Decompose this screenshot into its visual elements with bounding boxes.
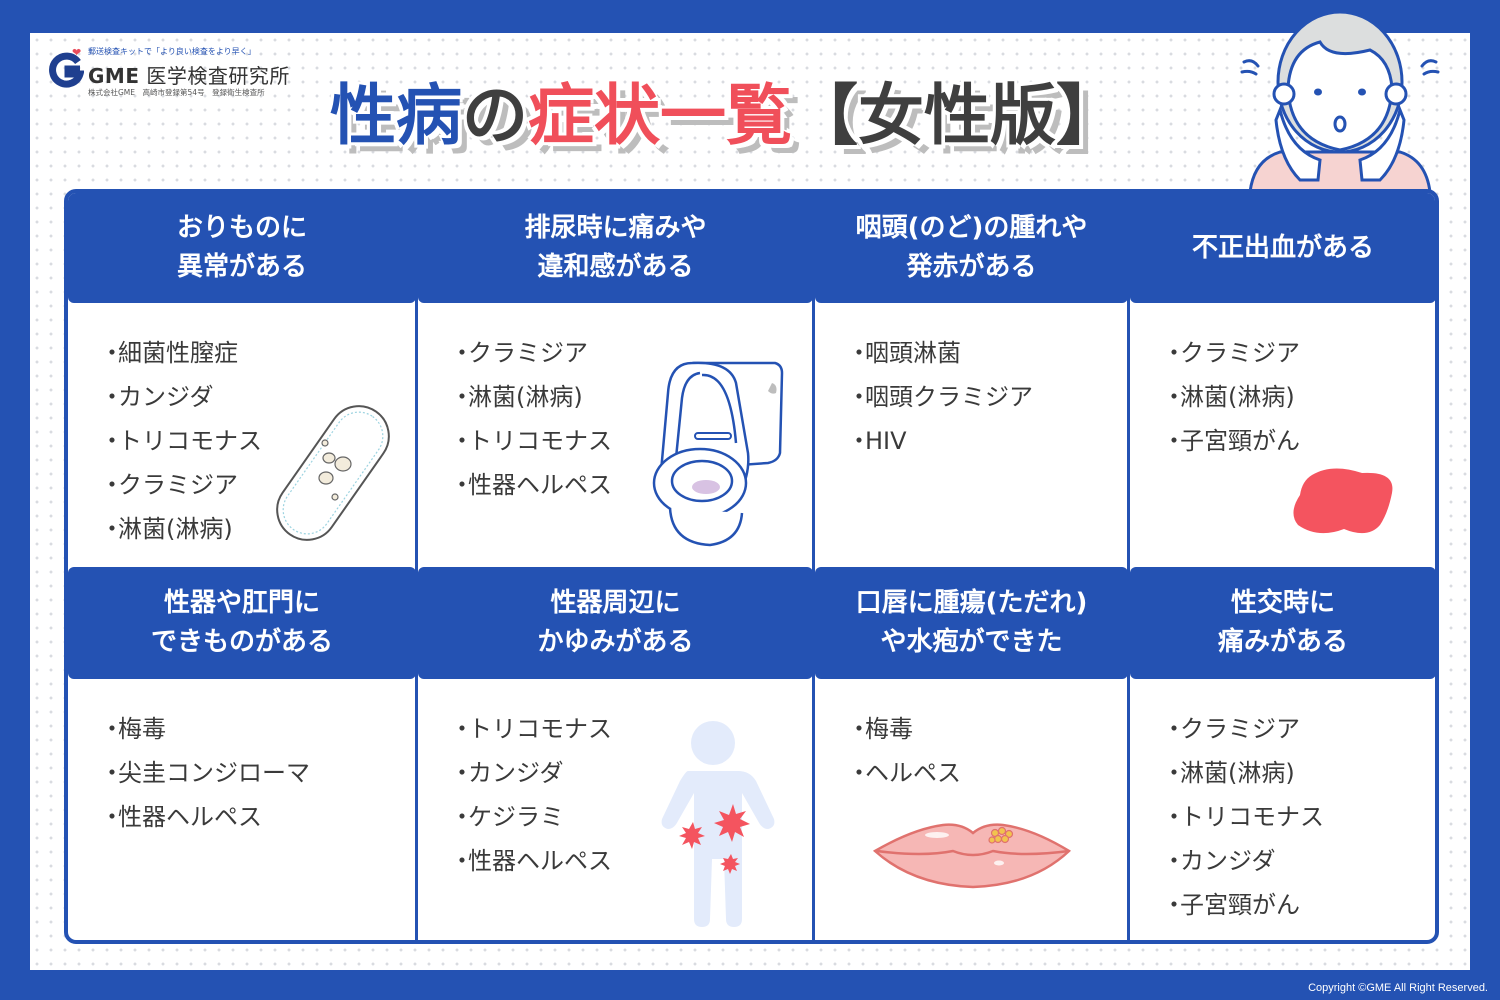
disease-item: トリコモナス (450, 419, 812, 463)
toilet-icon (652, 361, 784, 547)
symptom-heading: 咽頭(のど)の腫れや 発赤がある (815, 193, 1128, 303)
logo-brand-jp: 医学検査研究所 (146, 64, 290, 88)
symptom-card: 性器周辺に かゆみがある トリコモナス カンジダ ケジラミ 性器ヘルペス (418, 566, 815, 941)
g-logo-icon (49, 52, 84, 88)
disease-item: 咽頭クラミジア (847, 375, 1127, 419)
disease-list: クラミジア 淋菌(淋病) トリコモナス 性器ヘルペス (418, 303, 812, 567)
logo-brand: GME 医学検査研究所 (88, 60, 290, 89)
title-part-2: の (462, 77, 529, 155)
symptom-heading: 排尿時に痛みや 違和感がある (418, 193, 813, 303)
disease-list: 咽頭淋菌 咽頭クラミジア HIV (815, 303, 1127, 567)
disease-item: 尖圭コンジローマ (100, 751, 415, 795)
symptom-heading: 性器や肛門に できものがある (68, 566, 416, 679)
disease-item: 咽頭淋菌 (847, 331, 1127, 375)
symptom-heading-text: 性器周辺に かゆみがある (537, 587, 694, 657)
logo-tagline: 郵送検査キットで「より良い検査をより早く」 (88, 47, 256, 56)
symptom-card: 咽頭(のど)の腫れや 発赤がある 咽頭淋菌 咽頭クラミジア HIV (815, 193, 1130, 567)
symptom-card: おりものに 異常がある 細菌性膣症 カンジダ トリコモナス クラミジア 淋菌(淋… (68, 193, 418, 567)
heart-icon: ❤ (72, 46, 82, 59)
disease-item: トリコモナス (1162, 795, 1435, 839)
symptom-heading-text: 排尿時に痛みや 違和感がある (524, 213, 707, 282)
disease-item: カンジダ (100, 375, 415, 419)
disease-item: クラミジア (100, 463, 415, 507)
symptom-heading-text: 咽頭(のど)の腫れや 発赤がある (855, 213, 1088, 282)
disease-item: クラミジア (1162, 331, 1435, 375)
page-title: 性病の症状一覧【女性版】 (330, 62, 1123, 158)
disease-item: ヘルペス (847, 751, 1127, 795)
symptom-heading-text: おりものに 異常がある (176, 213, 307, 282)
logo-brand-en: GME (88, 64, 140, 88)
symptom-card: 口唇に腫瘍(ただれ) や水疱ができた 梅毒 ヘルペス (815, 566, 1130, 941)
itchy-body-icon (661, 720, 775, 927)
disease-item: 淋菌(淋病) (1162, 751, 1435, 795)
disease-item: ケジラミ (450, 795, 812, 839)
disease-item: 性器ヘルペス (100, 795, 415, 839)
symptom-heading: 性器周辺に かゆみがある (418, 566, 813, 679)
disease-item: HIV (847, 419, 1127, 463)
symptom-grid: おりものに 異常がある 細菌性膣症 カンジダ トリコモナス クラミジア 淋菌(淋… (64, 189, 1439, 944)
disease-item: 子宮頸がん (1162, 883, 1435, 927)
logo-subtext: 株式会社GME 高崎市登録第54号 登録衛生検査所 (88, 88, 265, 97)
disease-item: 子宮頸がん (1162, 419, 1435, 463)
disease-item: トリコモナス (450, 707, 812, 751)
disease-list: クラミジア 淋菌(淋病) 子宮頸がん (1130, 303, 1435, 567)
disease-item: 性器ヘルペス (450, 839, 812, 883)
title-part-4: 【女性版】 (792, 77, 1123, 155)
disease-item: 梅毒 (847, 707, 1127, 751)
symptom-heading-text: 口唇に腫瘍(ただれ) や水疱ができた (855, 587, 1088, 657)
disease-item: カンジダ (1162, 839, 1435, 883)
disease-item: クラミジア (450, 331, 812, 375)
disease-list: 梅毒 尖圭コンジローマ 性器ヘルペス (68, 679, 415, 941)
title-part-1: 性病 (330, 77, 463, 155)
lips-blister-icon (873, 822, 1072, 888)
disease-item: クラミジア (1162, 707, 1435, 751)
gme-logo: ❤ 郵送検査キットで「より良い検査をより早く」 GME 医学検査研究所 株式会社… (48, 44, 308, 104)
symptom-heading: 不正出血がある (1130, 193, 1435, 303)
sanitary-pad-icon (276, 405, 390, 541)
disease-item: トリコモナス (100, 419, 415, 463)
disease-item: 淋菌(淋病) (100, 507, 415, 551)
disease-item: 細菌性膣症 (100, 331, 415, 375)
disease-list: クラミジア 淋菌(淋病) トリコモナス カンジダ 子宮頸がん (1130, 679, 1435, 941)
symptom-card: 排尿時に痛みや 違和感がある クラミジア 淋菌(淋病) トリコモナス 性器ヘルペ… (418, 193, 815, 567)
symptom-heading-text: 不正出血がある (1191, 232, 1374, 263)
worried-woman-icon (1240, 10, 1440, 192)
symptom-heading: 性交時に 痛みがある (1130, 566, 1435, 679)
copyright-text: Copyright ©GME All Right Reserved. (1308, 982, 1488, 994)
symptom-heading: おりものに 異常がある (68, 193, 416, 303)
blood-stain-icon (1293, 468, 1393, 534)
symptom-heading-text: 性交時に 痛みがある (1217, 587, 1348, 657)
disease-item: カンジダ (450, 751, 812, 795)
disease-list: 梅毒 ヘルペス (815, 679, 1127, 941)
symptom-heading: 口唇に腫瘍(ただれ) や水疱ができた (815, 566, 1128, 679)
title-part-3: 症状一覧 (528, 77, 793, 155)
disease-item: 淋菌(淋病) (1162, 375, 1435, 419)
disease-item: 淋菌(淋病) (450, 375, 812, 419)
symptom-card: 不正出血がある クラミジア 淋菌(淋病) 子宮頸がん (1130, 193, 1435, 567)
disease-item: 梅毒 (100, 707, 415, 751)
disease-list: トリコモナス カンジダ ケジラミ 性器ヘルペス (418, 679, 812, 941)
symptom-heading-text: 性器や肛門に できものがある (150, 587, 333, 657)
disease-list: 細菌性膣症 カンジダ トリコモナス クラミジア 淋菌(淋病) (68, 303, 415, 567)
symptom-card: 性交時に 痛みがある クラミジア 淋菌(淋病) トリコモナス カンジダ 子宮頸が… (1130, 566, 1435, 941)
disease-item: 性器ヘルペス (450, 463, 812, 507)
symptom-card: 性器や肛門に できものがある 梅毒 尖圭コンジローマ 性器ヘルペス (68, 566, 418, 941)
